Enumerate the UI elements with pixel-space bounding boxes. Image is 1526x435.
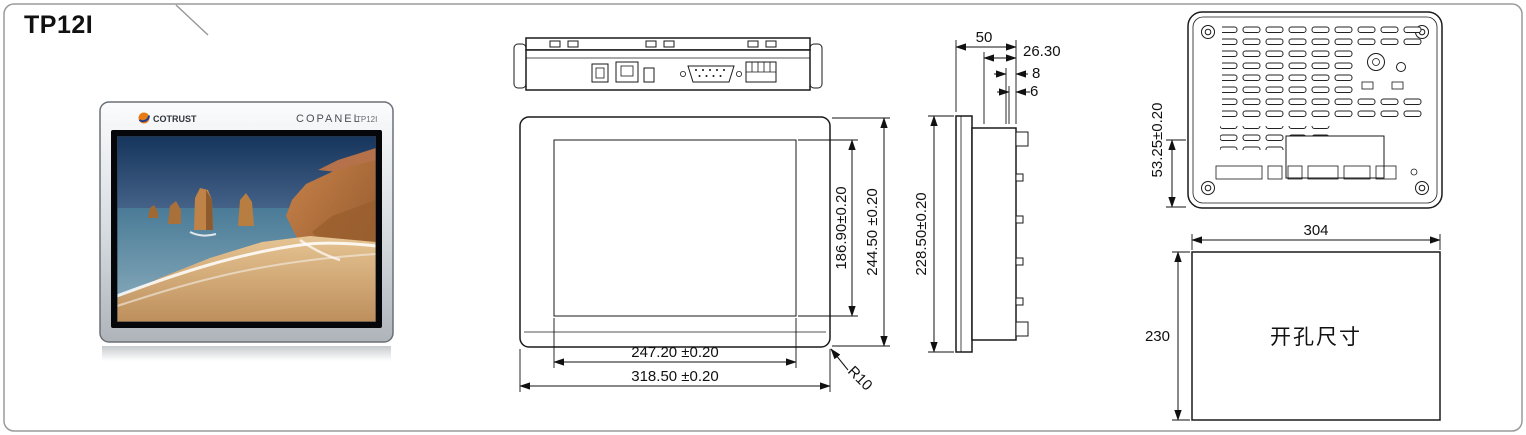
round-opening: [1396, 62, 1406, 72]
vent-clear-zone: [1356, 46, 1422, 94]
dim-outer-width: 318.50 ±0.20: [631, 368, 718, 385]
aux-port: [643, 67, 655, 83]
nameplate: [1285, 135, 1385, 179]
display-opening: [553, 139, 797, 317]
small-slot: [1391, 81, 1404, 90]
vent-slot: [567, 40, 579, 48]
dim-8: 8: [1032, 65, 1040, 82]
buzzer-opening: [1367, 53, 1385, 71]
db9-screw: [736, 71, 743, 78]
clip-screw: [1015, 215, 1024, 224]
clip-screw: [1015, 257, 1024, 266]
dim-outer-height: 244.50 ±0.20: [864, 188, 881, 275]
dim-depth: 50: [976, 29, 993, 46]
rock-stack: [148, 205, 158, 218]
ethernet-port: [615, 61, 639, 83]
series-label: COPANEL: [296, 113, 362, 125]
ethernet-port-inner: [620, 65, 634, 77]
page-title: TP12I: [24, 11, 93, 39]
back-view: 53.25±0.20: [1149, 11, 1443, 209]
dim-2630: 26.30: [1023, 43, 1061, 60]
page-border: [3, 3, 1523, 432]
side-body: [971, 127, 1017, 341]
dim-screen-height: 186.90±0.20: [833, 186, 850, 269]
mount-clip: [1015, 131, 1029, 147]
connector-row: [1215, 165, 1418, 180]
surf-foam: [117, 241, 376, 298]
beach: [117, 236, 376, 322]
usb-port-inner: [595, 67, 605, 79]
rock-stack: [238, 193, 254, 226]
db9-connector: [687, 65, 735, 83]
vent-slot: [747, 40, 759, 48]
dim-screen-width: 247.20 ±0.20: [631, 344, 718, 361]
cutout-view: 开孔尺寸 304 230: [1145, 222, 1441, 421]
clip-screw: [1015, 297, 1024, 306]
vent-slot: [645, 40, 657, 48]
dim-cutout-width: 304: [1303, 222, 1328, 239]
left-end-cap: [513, 43, 527, 89]
dim-back-offset: 53.25±0.20: [1149, 103, 1166, 178]
dim-side-height: 228.50±0.20: [913, 192, 930, 275]
rock-stack-shade: [206, 190, 213, 230]
right-end-cap: [809, 43, 823, 89]
brand-label: COTRUST: [153, 114, 197, 124]
product-photo: COTRUST COPANEL TP12I: [99, 101, 394, 361]
buzzer-opening-inner: [1372, 58, 1380, 66]
mount-clip: [1015, 321, 1029, 337]
rock-stack: [168, 201, 181, 224]
dim-corner-radius: R10: [844, 363, 875, 394]
cutout-label: 开孔尺寸: [1270, 326, 1362, 349]
small-slot: [1361, 81, 1374, 90]
front-view: 186.90±0.20 244.50 ±0.20 247.20 ±0.20 31…: [519, 116, 890, 394]
foam-detail: [189, 231, 217, 237]
screen-image: [117, 136, 376, 322]
clip-screw: [1015, 173, 1024, 182]
usb-port: [591, 63, 609, 83]
photo-reflection: [102, 346, 391, 361]
dim-cutout-height: 230: [1145, 328, 1170, 345]
brand-logo-icon: [138, 112, 150, 124]
db9-pins: [695, 69, 725, 77]
back-inner-outline: [1192, 16, 1438, 204]
title-tab-diagonal: [175, 4, 209, 36]
foam-detail: [299, 238, 341, 262]
side-view: 50 26.30 8 6 228.50±0.20: [913, 29, 1061, 353]
page-frame: TP12I: [3, 3, 1523, 432]
vent-slot: [549, 40, 561, 48]
side-bezel: [955, 115, 973, 353]
top-body: [525, 49, 811, 91]
model-label: TP12I: [356, 115, 377, 124]
vent-slot: [663, 40, 675, 48]
dim-6: 6: [1030, 83, 1038, 100]
cutout-outline: [1191, 251, 1441, 421]
vent-slot: [765, 40, 777, 48]
top-view: [513, 37, 823, 91]
db9-screw: [680, 71, 687, 78]
